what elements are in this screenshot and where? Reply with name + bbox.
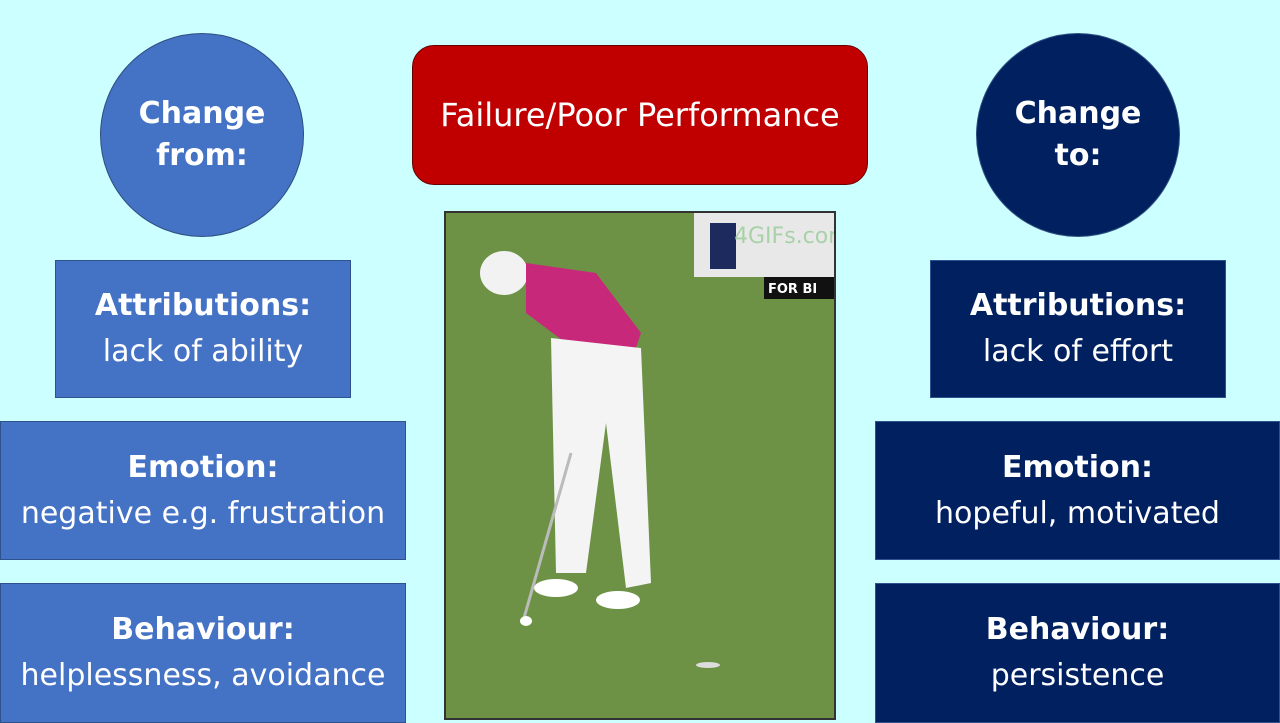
heading-line: from:	[156, 138, 248, 173]
ball	[520, 616, 532, 626]
left-behaviour-box: Behaviour: helplessness, avoidance	[0, 583, 406, 723]
box-label: Behaviour:	[985, 612, 1170, 647]
right-attributions-box: Attributions: lack of effort	[930, 260, 1226, 398]
shirt	[526, 263, 641, 353]
golfer-putting-image: FOR BI 4GIFs.com	[444, 211, 836, 720]
cap	[480, 251, 528, 295]
shoe	[596, 591, 640, 609]
pga-logo	[710, 223, 736, 269]
golfer-illustration: FOR BI 4GIFs.com	[480, 213, 836, 668]
hole	[696, 662, 720, 668]
left-attributions-box: Attributions: lack of ability	[55, 260, 351, 398]
heading-line: Change	[138, 96, 266, 131]
heading-line: to:	[1054, 138, 1102, 173]
box-label: Emotion:	[127, 449, 279, 485]
overlay-text: FOR BI	[768, 282, 817, 297]
box-label: Attributions:	[969, 288, 1187, 323]
box-label: Behaviour:	[111, 612, 295, 647]
box-label: Attributions:	[94, 288, 312, 323]
box-text: persistence	[990, 658, 1165, 693]
trousers	[551, 338, 651, 588]
watermark: 4GIFs.com	[734, 224, 836, 249]
title-box: Failure/Poor Performance	[412, 45, 868, 185]
heading-line: Change	[1014, 96, 1142, 131]
right-behaviour-box: Behaviour: persistence	[875, 583, 1280, 723]
right-emotion-box: Emotion: hopeful, motivated	[875, 421, 1280, 560]
shoe	[534, 579, 578, 597]
left-emotion-box: Emotion: negative e.g. frustration	[0, 421, 406, 560]
box-text: lack of effort	[982, 334, 1174, 369]
change-from-circle: Change from:	[100, 33, 304, 237]
box-text: helplessness, avoidance	[20, 658, 386, 693]
score-banner	[764, 277, 834, 299]
box-text: negative e.g. frustration	[20, 495, 386, 531]
box-text: hopeful, motivated	[935, 495, 1220, 531]
putter	[522, 452, 573, 619]
box-label: Emotion:	[1002, 449, 1153, 485]
box-text: lack of ability	[102, 334, 304, 369]
change-to-circle: Change to:	[976, 33, 1180, 237]
